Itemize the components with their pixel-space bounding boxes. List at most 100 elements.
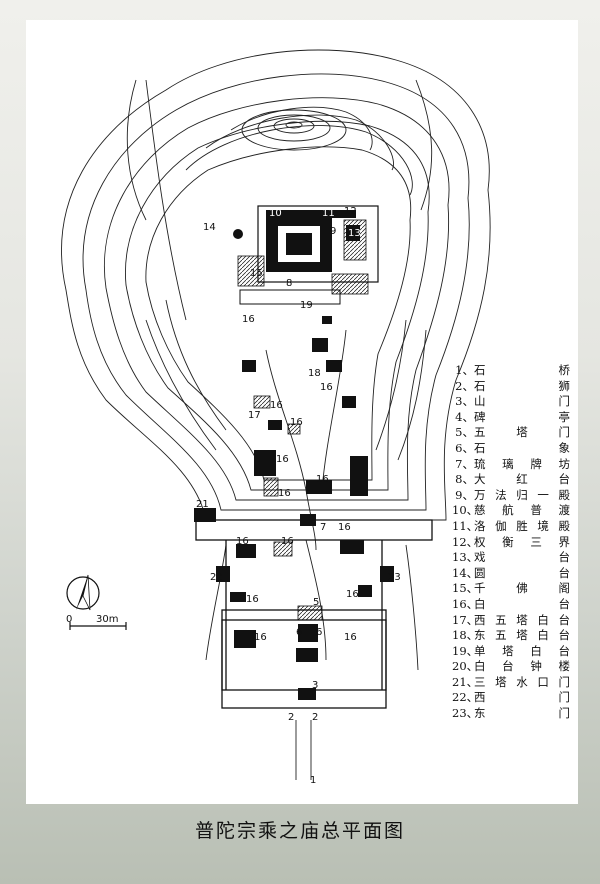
label-16-f: 16 bbox=[316, 474, 329, 485]
legend-item: 6、石象 bbox=[452, 441, 570, 457]
legend-item-number: 13、 bbox=[452, 550, 479, 565]
gates bbox=[194, 508, 394, 582]
label-8: 8 bbox=[286, 278, 292, 289]
label-2-right: 2 bbox=[312, 712, 318, 723]
label-6-right: 6 bbox=[316, 627, 322, 638]
contour-lines bbox=[61, 49, 491, 521]
legend-item-number: 17、 bbox=[452, 612, 479, 627]
label-17: 17 bbox=[248, 410, 261, 421]
legend-item-number: 20、 bbox=[452, 659, 479, 674]
legend-item-number: 11、 bbox=[452, 518, 479, 533]
legend-item-name: 权衡三界 bbox=[474, 534, 570, 549]
legend-item-name: 洛伽胜境殿 bbox=[474, 518, 570, 533]
scale-end-label: 30m bbox=[96, 614, 118, 625]
label-16-k: 16 bbox=[246, 594, 259, 605]
main-temple-complex bbox=[233, 205, 379, 305]
legend-item-name: 大红台 bbox=[474, 472, 570, 487]
scale-bar: 0 30m bbox=[66, 614, 127, 630]
label-21: 21 bbox=[196, 499, 209, 510]
legend-item-number: 22、 bbox=[452, 690, 479, 705]
legend-item-name: 五塔门 bbox=[474, 425, 570, 440]
legend-item-name: 石桥 bbox=[474, 363, 570, 377]
legend-item-name: 山门 bbox=[474, 394, 570, 409]
label-16-a: 16 bbox=[242, 314, 255, 325]
legend-item-name: 东五塔白台 bbox=[474, 628, 570, 643]
legend-item: 9、万法归一殿 bbox=[452, 488, 570, 504]
legend-item-name: 石象 bbox=[474, 440, 570, 455]
label-9: 9 bbox=[330, 226, 336, 237]
label-5: 5 bbox=[313, 597, 319, 608]
label-1: 1 bbox=[310, 775, 316, 786]
legend-item: 15、千佛阁 bbox=[452, 581, 570, 597]
figure-caption: 普陀宗乘之庙总平面图 bbox=[194, 820, 405, 842]
legend-item-name: 万法归一殿 bbox=[474, 487, 570, 502]
legend-item-number: 2、 bbox=[455, 378, 474, 393]
label-6-left: 6 bbox=[296, 627, 302, 638]
label-16-i: 16 bbox=[281, 536, 294, 547]
legend-item-number: 15、 bbox=[452, 581, 479, 596]
label-12: 12 bbox=[344, 206, 357, 217]
label-16-j: 16 bbox=[338, 522, 351, 533]
label-16-c: 16 bbox=[320, 382, 333, 393]
legend-item-number: 10、 bbox=[452, 503, 479, 518]
label-18: 18 bbox=[308, 368, 321, 379]
label-16-d: 16 bbox=[290, 417, 303, 428]
legend-item: 17、西五塔白台 bbox=[452, 613, 570, 629]
legend-item-name: 单塔白台 bbox=[474, 643, 570, 658]
label-11: 11 bbox=[322, 208, 335, 219]
legend-item-number: 7、 bbox=[455, 456, 474, 471]
site-plan-map: 1 2 2 3 5 6 6 7 8 9 10 11 12 13 14 15 16… bbox=[61, 49, 491, 786]
legend-item: 5、五塔门 bbox=[452, 425, 570, 441]
label-23: 23 bbox=[388, 572, 401, 583]
legend-item: 4、碑亭 bbox=[452, 410, 570, 426]
legend-item-name: 碑亭 bbox=[474, 409, 570, 424]
legend-item-number: 16、 bbox=[452, 596, 479, 611]
legend-item: 16、白台 bbox=[452, 597, 570, 613]
legend-item-name: 戏台 bbox=[474, 550, 570, 565]
legend-item-name: 西五塔白台 bbox=[474, 612, 570, 627]
legend-item: 10、慈航普渡 bbox=[452, 503, 570, 519]
legend-item: 18、东五塔白台 bbox=[452, 628, 570, 644]
legend-item-name: 慈航普渡 bbox=[474, 503, 570, 518]
legend-item: 2、石狮 bbox=[452, 379, 570, 395]
scale-start-label: 0 bbox=[66, 614, 72, 625]
map-number-labels: 1 2 2 3 5 6 6 7 8 9 10 11 12 13 14 15 16… bbox=[196, 206, 401, 786]
legend-item-number: 19、 bbox=[452, 643, 479, 658]
label-19: 19 bbox=[300, 300, 313, 311]
legend-item-name: 千佛阁 bbox=[474, 581, 570, 596]
label-16-e: 16 bbox=[276, 454, 289, 465]
legend-item: 7、琉璃牌坊 bbox=[452, 457, 570, 473]
legend-item-name: 三塔水口门 bbox=[474, 674, 570, 689]
label-7: 7 bbox=[320, 522, 326, 533]
legend-item-number: 6、 bbox=[455, 440, 474, 455]
legend-item-name: 琉璃牌坊 bbox=[474, 456, 570, 471]
plan-sheet: 1 2 2 3 5 6 6 7 8 9 10 11 12 13 14 15 16… bbox=[26, 20, 578, 804]
legend-item: 11、洛伽胜境殿 bbox=[452, 519, 570, 535]
label-15: 15 bbox=[250, 268, 263, 279]
legend-item-name: 西门 bbox=[474, 690, 570, 705]
legend-item: 22、西门 bbox=[452, 690, 570, 706]
legend-item-name: 东门 bbox=[474, 706, 570, 721]
legend-item-name: 白台钟楼 bbox=[474, 659, 570, 674]
legend-item: 20、白台钟楼 bbox=[452, 659, 570, 675]
legend-item-number: 23、 bbox=[452, 706, 479, 721]
legend-item: 21、三塔水口门 bbox=[452, 675, 570, 691]
legend-item: 8、大红台 bbox=[452, 472, 570, 488]
legend-item-number: 14、 bbox=[452, 565, 479, 580]
label-16-b: 16 bbox=[270, 400, 283, 411]
legend-item: 23、东门 bbox=[452, 706, 570, 722]
legend-item-number: 12、 bbox=[452, 534, 479, 549]
label-13: 13 bbox=[348, 228, 361, 239]
legend-item-number: 3、 bbox=[455, 394, 474, 409]
label-22: 22 bbox=[210, 572, 223, 583]
label-16-n: 16 bbox=[344, 632, 357, 643]
legend-item: 13、戏台 bbox=[452, 550, 570, 566]
label-14: 14 bbox=[203, 222, 216, 233]
legend-item-number: 4、 bbox=[455, 409, 474, 424]
label-16-h: 16 bbox=[236, 536, 249, 547]
legend-item-name: 圆台 bbox=[474, 565, 570, 580]
label-16-m: 16 bbox=[254, 632, 267, 643]
label-16-l: 16 bbox=[346, 589, 359, 600]
legend-item-number: 8、 bbox=[455, 472, 474, 487]
